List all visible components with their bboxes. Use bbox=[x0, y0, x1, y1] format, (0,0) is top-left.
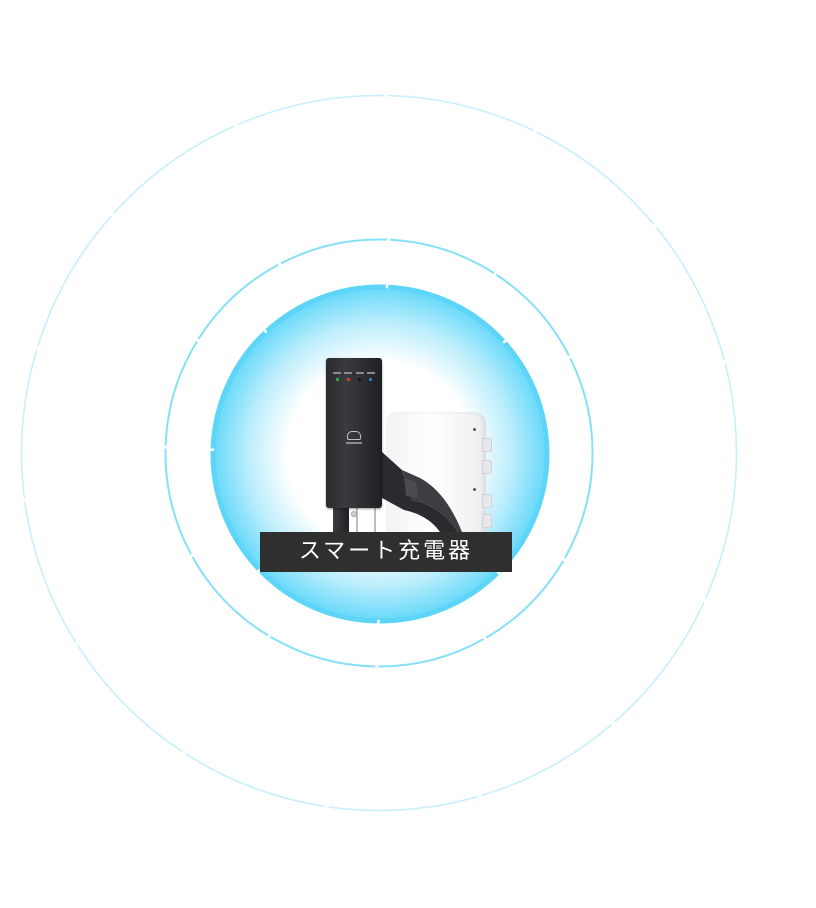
mount-bracket bbox=[333, 508, 349, 534]
led-lan bbox=[366, 372, 375, 381]
charger-body bbox=[326, 358, 382, 508]
junction-tab bbox=[482, 460, 492, 474]
led-error-icon bbox=[358, 378, 362, 381]
led-lan-icon bbox=[369, 378, 373, 381]
mount-pole bbox=[374, 508, 376, 534]
junction-tab bbox=[482, 514, 492, 528]
outer-ring bbox=[20, 94, 738, 812]
inner-ring bbox=[210, 284, 550, 624]
led-error bbox=[355, 372, 364, 381]
screw-icon bbox=[351, 511, 357, 517]
junction-tab bbox=[482, 494, 492, 508]
mount-pole bbox=[356, 508, 358, 534]
led-power bbox=[333, 372, 341, 381]
led-charge-icon bbox=[346, 378, 350, 381]
product-label: スマート充電器 bbox=[260, 532, 512, 572]
junction-tab bbox=[482, 438, 492, 452]
screw-hole bbox=[473, 488, 476, 491]
car-logo-icon bbox=[347, 431, 361, 440]
screw-hole bbox=[473, 428, 476, 431]
product-label-text: スマート充電器 bbox=[298, 539, 474, 564]
led-charge bbox=[344, 372, 353, 381]
led-power-icon bbox=[335, 378, 339, 381]
logo-text bbox=[346, 442, 362, 444]
status-led-row bbox=[333, 372, 375, 381]
middle-ring bbox=[164, 238, 594, 668]
